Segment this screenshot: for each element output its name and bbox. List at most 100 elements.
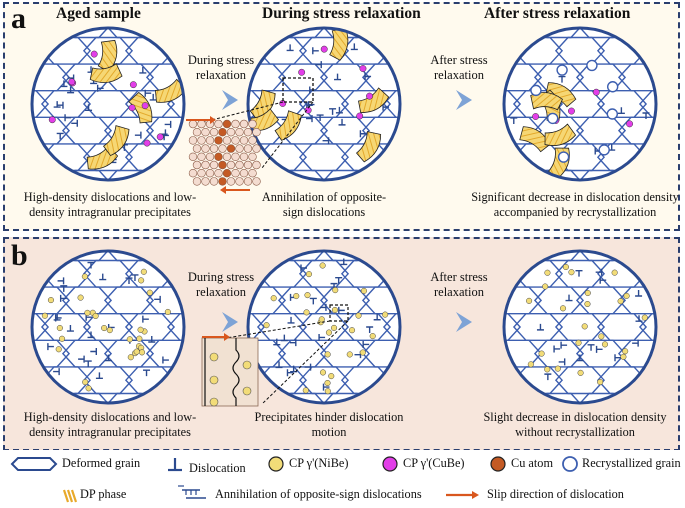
cp-nibe-precipitate (84, 309, 91, 316)
grain-boundary (145, 392, 184, 403)
cp-cube-precipitate (68, 78, 76, 86)
dislocation-symbol (149, 93, 157, 101)
grain-boundary (195, 64, 243, 91)
cu-atom-icon (490, 456, 506, 472)
cp-nibe-precipitate (137, 326, 144, 333)
dislocation-symbol (338, 306, 345, 314)
cu-atom (218, 128, 227, 137)
dislocation-symbol (576, 354, 584, 362)
grain-boundary (661, 171, 685, 198)
dp-phase-region (530, 92, 563, 111)
matrix-atom (188, 136, 198, 145)
grain-boundary (430, 261, 478, 288)
dislocation-symbol (364, 72, 372, 80)
dislocation-symbol (144, 89, 152, 97)
grain-boundary (638, 36, 656, 65)
matrix-atom (209, 160, 219, 170)
grain-boundary (451, 340, 499, 367)
grain-boundary (145, 28, 184, 39)
panel-b-label: b (11, 239, 28, 272)
title-during-relaxation: During stress relaxation (262, 5, 421, 22)
legend-cp-nibe: CP γ'(NiBe) (289, 456, 349, 470)
dp-phase-region (154, 78, 184, 103)
cp-nibe-precipitate (359, 349, 366, 356)
matrix-atom (188, 119, 198, 129)
arrow-a1-text: During stress relaxation (187, 53, 255, 82)
grain-boundary (430, 91, 478, 118)
grain-boundary (0, 367, 6, 394)
cp-nibe-precipitate (138, 349, 146, 356)
caption-b-after: Slight decrease in dislocation density w… (483, 410, 667, 439)
matrix-atom (197, 169, 206, 178)
matrix-atom (235, 144, 244, 153)
dislocation-symbol (338, 118, 346, 126)
dislocation-symbol (139, 66, 147, 74)
matrix-atom (214, 119, 223, 129)
legend-dp-phase: DP phase (80, 487, 127, 501)
grain-boundary (61, 392, 113, 403)
dislocation-symbol (635, 290, 643, 297)
cp-cube-precipitate (48, 116, 56, 124)
dislocation-symbol (47, 343, 54, 351)
grain-boundary (426, 91, 474, 118)
dislocation-symbol (142, 315, 149, 323)
cp-nibe-precipitate (641, 314, 648, 321)
grain-boundary (638, 313, 656, 341)
dislocation-symbol (57, 277, 65, 285)
grain-boundary (661, 394, 685, 421)
cp-nibe-precipitate (127, 354, 134, 361)
dislocation-symbol (53, 101, 61, 108)
cp-nibe-precipitate (542, 283, 549, 290)
cp-nibe-precipitate (544, 269, 551, 276)
dislocation-symbol (84, 360, 92, 368)
dislocation-symbol (280, 334, 288, 342)
dislocation-symbol (162, 356, 169, 364)
matrix-atom (226, 177, 236, 186)
cp-nibe-precipitate (526, 297, 533, 304)
grain-boundary (361, 392, 400, 403)
dislocation-symbol (350, 43, 358, 51)
cu-atom (222, 119, 232, 129)
cp-nibe-precipitate (293, 293, 300, 300)
caption-a-after: Significant decrease in dislocation dens… (471, 190, 679, 219)
sample-outline-6 (502, 249, 658, 405)
cp-nibe-precipitate (597, 378, 604, 386)
cp-nibe-precipitate (133, 348, 140, 355)
legend-dislocation: Dislocation (189, 461, 246, 475)
cp-nibe-precipitate (332, 287, 339, 294)
grain-boundary (426, 261, 474, 288)
grain-boundary (405, 340, 453, 367)
cp-nibe-precipitate (325, 329, 333, 336)
dp-phase-region (355, 131, 382, 163)
cp-nibe-precipitate (581, 323, 588, 330)
matrix-atom (192, 144, 202, 153)
cp-nibe-precipitate (209, 352, 219, 362)
grain-boundary (638, 259, 656, 288)
grain-boundary (451, 287, 499, 314)
grain-boundary (174, 261, 222, 288)
recrystallized-grain (606, 108, 619, 120)
matrix-atom (209, 144, 219, 153)
recrystallized-grain (598, 144, 610, 156)
matrix-atom (226, 128, 236, 137)
matrix-atom (231, 119, 240, 129)
cp-nibe-precipitate (146, 289, 153, 296)
matrix-atom (226, 160, 236, 170)
cp-nibe-icon (268, 456, 284, 472)
dislocation-symbol (66, 325, 74, 332)
matrix-atom (252, 128, 261, 137)
legend-cp-cube: CP γ'(CuBe) (403, 456, 465, 470)
dislocation-symbol (595, 345, 603, 353)
dp-phase-icon-stripe (62, 489, 70, 503)
dislocation-symbol (59, 294, 67, 302)
dislocation-symbol (599, 276, 607, 284)
cp-nibe-precipitate (598, 333, 605, 340)
dislocation-symbol (67, 86, 75, 94)
dislocation-symbol (56, 132, 64, 140)
dislocation-symbol (275, 361, 283, 369)
grain-boundary (575, 169, 627, 180)
matrix-atom (205, 152, 215, 162)
dislocation-symbol (359, 130, 367, 138)
sample-circle-1 (32, 28, 184, 180)
grain-boundary (504, 366, 522, 395)
